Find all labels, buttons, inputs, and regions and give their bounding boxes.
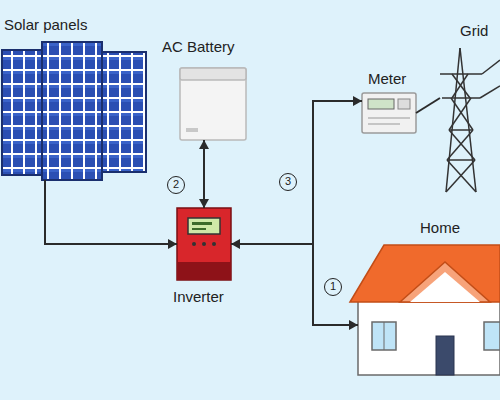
callout-number: 1 bbox=[324, 278, 342, 296]
connector bbox=[231, 244, 358, 330]
arrow-head bbox=[168, 239, 177, 249]
connector-line bbox=[203, 140, 205, 208]
connector bbox=[199, 140, 209, 208]
connector bbox=[416, 98, 440, 113]
diagram-node: Grid bbox=[440, 48, 482, 192]
diagram-node: Meter bbox=[362, 93, 416, 133]
callout-number: 3 bbox=[279, 173, 297, 191]
diagram-node: Home bbox=[358, 245, 500, 375]
connector-line bbox=[231, 244, 358, 325]
node-label: AC Battery bbox=[162, 38, 235, 55]
node-label: Solar panels bbox=[4, 16, 87, 33]
solar-panel-art bbox=[2, 42, 146, 180]
diagram-node: Inverter bbox=[177, 208, 231, 280]
pylon-art bbox=[440, 48, 500, 192]
connector-line bbox=[231, 101, 362, 244]
connector-line bbox=[45, 180, 177, 244]
arrow-head bbox=[199, 140, 209, 149]
node-label: Meter bbox=[368, 70, 406, 87]
node-label: Grid bbox=[460, 22, 488, 39]
diagram-node: AC Battery bbox=[180, 68, 246, 140]
diagram-node: Solar panels bbox=[2, 42, 147, 180]
arrow-head bbox=[349, 320, 358, 330]
house-art bbox=[350, 245, 500, 375]
inverter-art bbox=[177, 208, 231, 280]
meter-art bbox=[362, 93, 416, 133]
connector bbox=[45, 180, 177, 249]
node-label: Home bbox=[420, 219, 460, 236]
arrow-head bbox=[199, 199, 209, 208]
arrow-head bbox=[231, 239, 240, 249]
connector bbox=[231, 96, 362, 249]
callout-number: 2 bbox=[167, 176, 185, 194]
node-label: Inverter bbox=[173, 288, 224, 305]
connector-line bbox=[416, 98, 440, 113]
arrow-head bbox=[353, 96, 362, 106]
battery-art bbox=[180, 68, 246, 140]
